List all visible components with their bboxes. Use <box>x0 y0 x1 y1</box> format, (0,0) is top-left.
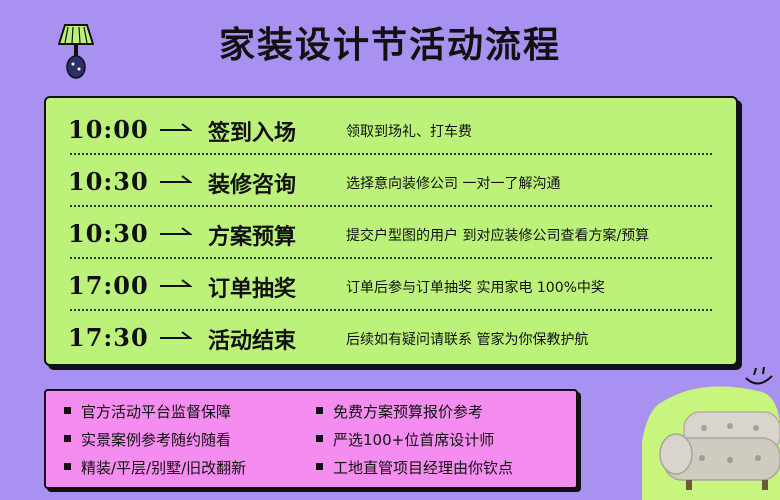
bullet-square-icon <box>64 435 71 442</box>
arrow-icon <box>160 123 192 131</box>
note-text: 工地直管项目经理由你钦点 <box>333 459 514 477</box>
lamp-icon <box>58 24 94 79</box>
notes-box: 官方活动平台监督保障 实景案例参考随约随看 精装/平层/别墅/旧改翻新 免费方案… <box>44 389 578 489</box>
note-item: 精装/平层/别墅/旧改翻新 <box>64 457 246 478</box>
row-divider <box>70 205 712 207</box>
schedule-name: 装修咨询 <box>208 173 297 198</box>
bullet-square-icon <box>316 435 323 442</box>
schedule-time: 17:00 <box>68 271 149 300</box>
schedule-row: 10:30 方案预算 提交户型图的用户 到对应装修公司查看方案/预算 <box>46 208 736 260</box>
row-divider <box>70 153 712 155</box>
schedule-desc: 提交户型图的用户 到对应装修公司查看方案/预算 <box>346 228 650 244</box>
sofa-icon <box>642 386 780 500</box>
bullet-square-icon <box>64 407 71 414</box>
note-item: 严选100+位首席设计师 <box>316 429 494 450</box>
schedule-name: 订单抽奖 <box>208 277 297 302</box>
bullet-square-icon <box>64 463 71 470</box>
schedule-time: 17:30 <box>68 323 149 352</box>
row-divider <box>70 309 712 311</box>
schedule-name: 签到入场 <box>208 121 297 146</box>
bullet-square-icon <box>316 407 323 414</box>
note-item: 工地直管项目经理由你钦点 <box>316 457 513 478</box>
bullet-square-icon <box>316 463 323 470</box>
schedule-time: 10:30 <box>68 167 149 196</box>
note-text: 免费方案预算报价参考 <box>333 403 484 421</box>
note-text: 官方活动平台监督保障 <box>81 403 232 421</box>
schedule-panel: 10:00 签到入场 领取到场礼、打车费 10:30 装修咨询 选择意向装修公司… <box>44 96 738 366</box>
row-divider <box>70 257 712 259</box>
note-item: 官方活动平台监督保障 <box>64 401 231 422</box>
schedule-row: 10:00 签到入场 领取到场礼、打车费 <box>46 104 736 156</box>
schedule-desc: 领取到场礼、打车费 <box>346 124 472 140</box>
schedule-name: 方案预算 <box>208 225 297 250</box>
schedule-desc: 选择意向装修公司 一对一了解沟通 <box>346 176 561 192</box>
note-text: 精装/平层/别墅/旧改翻新 <box>81 459 247 477</box>
schedule-name: 活动结束 <box>208 329 297 354</box>
schedule-row: 10:30 装修咨询 选择意向装修公司 一对一了解沟通 <box>46 156 736 208</box>
note-item: 实景案例参考随约随看 <box>64 429 231 450</box>
schedule-desc: 订单后参与订单抽奖 实用家电 100%中奖 <box>346 280 605 296</box>
note-item: 免费方案预算报价参考 <box>316 401 483 422</box>
arrow-icon <box>160 331 192 339</box>
schedule-time: 10:30 <box>68 219 149 248</box>
arrow-icon <box>160 227 192 235</box>
note-text: 实景案例参考随约随看 <box>81 431 232 449</box>
arrow-icon <box>160 279 192 287</box>
page-title: 家装设计节活动流程 <box>218 25 561 66</box>
note-text: 严选100+位首席设计师 <box>333 431 495 449</box>
schedule-desc: 后续如有疑问请联系 管家为你保教护航 <box>346 332 589 348</box>
schedule-row: 17:30 活动结束 后续如有疑问请联系 管家为你保教护航 <box>46 312 736 364</box>
schedule-time: 10:00 <box>68 115 149 144</box>
schedule-row: 17:00 订单抽奖 订单后参与订单抽奖 实用家电 100%中奖 <box>46 260 736 312</box>
smile-doodle-icon <box>745 366 773 385</box>
arrow-icon <box>160 175 192 183</box>
